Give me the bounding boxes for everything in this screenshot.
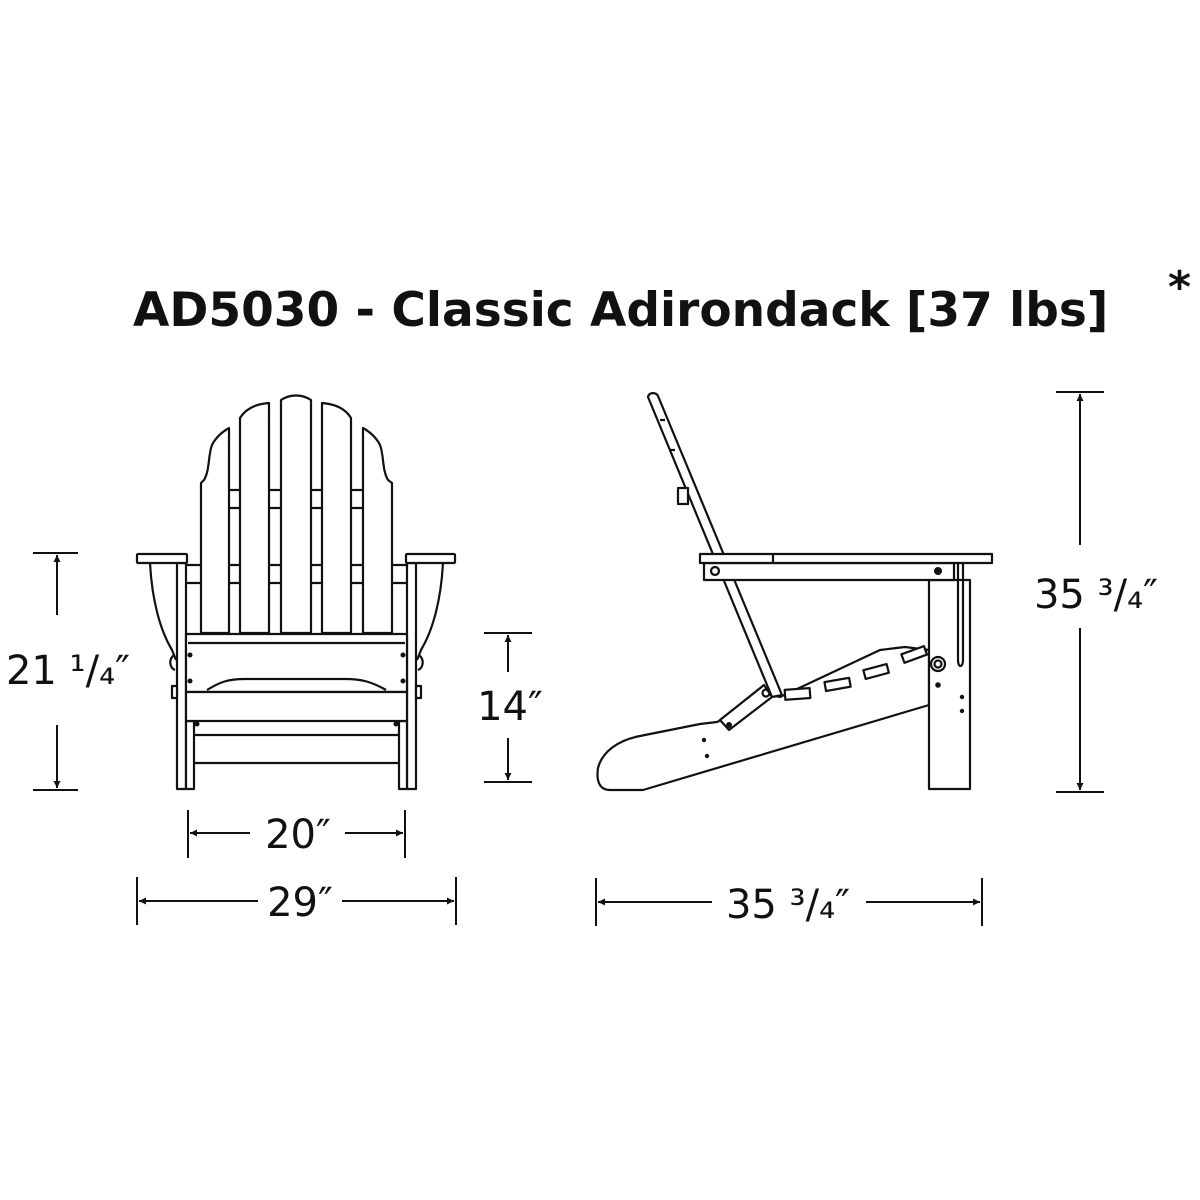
dimension-overall-depth: 35 ³/₄″ xyxy=(595,878,983,928)
right-front-leg xyxy=(405,561,418,791)
left-arm-bracket xyxy=(148,562,178,661)
dimension-overall-height: 35 ³/₄″ xyxy=(1034,391,1158,793)
back-slat xyxy=(361,426,394,635)
right-inner-leg xyxy=(397,719,409,791)
right-arm xyxy=(404,552,457,565)
right-arm-bracket xyxy=(415,562,445,661)
seat-width-label: 20″ xyxy=(265,812,331,858)
back-slat xyxy=(320,401,353,635)
back-slat xyxy=(279,394,313,635)
dimension-seat-width: 20″ xyxy=(187,810,406,858)
arm-height-label: 21 ¹/₄″ xyxy=(6,648,130,694)
diagram-title: AD5030 - Classic Adirondack [37 lbs] xyxy=(133,283,1108,338)
side-arm xyxy=(698,552,994,565)
back-slat xyxy=(238,401,271,635)
dimension-overall-width: 29″ xyxy=(136,877,457,926)
seat-lower-board xyxy=(184,690,409,723)
left-arm xyxy=(135,552,189,565)
left-inner-leg xyxy=(184,719,196,791)
left-front-leg xyxy=(175,561,188,791)
overall-width-label: 29″ xyxy=(267,880,333,926)
overall-height-label: 35 ³/₄″ xyxy=(1034,572,1158,618)
dimension-arm-height: 21 ¹/₄″ xyxy=(6,552,130,791)
back-slat xyxy=(199,426,231,635)
lower-stretcher xyxy=(194,733,399,765)
backrest xyxy=(646,392,784,699)
footnote-asterisk: * xyxy=(1168,262,1191,313)
dimension-seat-height: 14″ xyxy=(477,632,543,783)
seat-height-label: 14″ xyxy=(477,684,543,730)
back-link xyxy=(718,683,774,732)
front-view-chair xyxy=(135,394,457,791)
overall-depth-label: 35 ³/₄″ xyxy=(726,882,850,928)
arm-support xyxy=(702,561,956,582)
backrest-cleat xyxy=(676,486,690,506)
side-view-chair xyxy=(596,392,994,792)
